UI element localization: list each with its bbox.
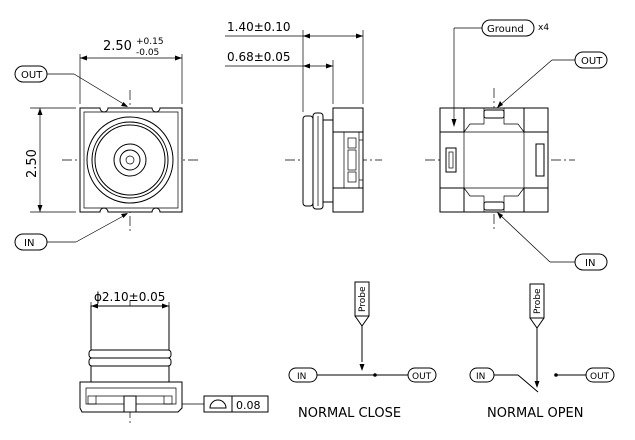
overall-height-dimension: 1.40±0.10 — [227, 20, 291, 34]
bottom-view: Ground x4 OUT IN — [425, 19, 608, 271]
bottom-view-in-label: IN — [585, 258, 595, 269]
normal-close-schematic: Probe IN OUT NORMAL CLOSE — [288, 281, 437, 421]
open-out-label: OUT — [590, 372, 610, 382]
top-view-body — [79, 107, 183, 213]
bottom-view-out-label: OUT — [581, 56, 603, 67]
close-in-label: IN — [297, 372, 306, 382]
side-view: 1.40±0.10 0.68±0.05 — [225, 20, 382, 213]
height-dimension: 2.50 — [25, 149, 40, 178]
probe-diameter-dimension: ϕ2.10±0.05 — [94, 290, 165, 304]
close-probe-label: Probe — [358, 286, 368, 312]
width-tolerance-upper: +0.15 — [136, 37, 164, 47]
open-in-label: IN — [476, 372, 485, 382]
flatness-value: 0.08 — [236, 399, 261, 412]
open-probe-label: Probe — [533, 288, 543, 314]
top-view: 2.50 +0.15 -0.05 2.50 OUT IN — [14, 37, 200, 251]
section-view: ϕ2.10±0.05 0.08 — [79, 290, 269, 425]
close-out-label: OUT — [412, 372, 432, 382]
ground-count: x4 — [538, 23, 549, 33]
top-view-out-label: OUT — [21, 70, 43, 81]
width-tolerance-lower: -0.05 — [136, 48, 159, 58]
width-dimension: 2.50 — [103, 39, 132, 54]
body-height-dimension: 0.68±0.05 — [227, 50, 291, 64]
normal-close-caption: NORMAL CLOSE — [298, 406, 401, 421]
ground-label: Ground — [487, 24, 524, 35]
normal-open-caption: NORMAL OPEN — [487, 406, 583, 421]
normal-open-schematic: Probe IN OUT NORMAL OPEN — [469, 283, 615, 421]
top-view-in-label: IN — [24, 238, 34, 249]
